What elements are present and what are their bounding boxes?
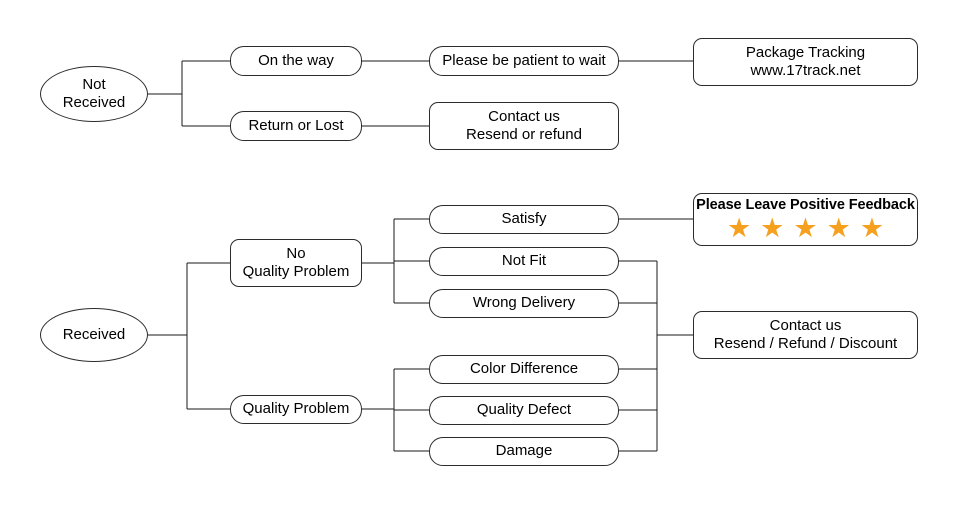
node-package-tracking[interactable]: Package Tracking www.17track.net xyxy=(693,38,918,86)
node-received[interactable]: Received xyxy=(40,308,148,362)
node-satisfy[interactable]: Satisfy xyxy=(429,205,619,234)
star-icon[interactable]: ★ xyxy=(859,213,885,244)
node-no-quality-problem-line1: No xyxy=(286,244,306,262)
node-on-the-way-label: On the way xyxy=(258,51,334,69)
node-contact-us-resolution[interactable]: Contact us Resend / Refund / Discount xyxy=(693,311,918,359)
node-please-be-patient-label: Please be patient to wait xyxy=(442,51,606,69)
node-contact-us-line1: Contact us xyxy=(488,107,560,125)
node-damage-label: Damage xyxy=(495,442,553,460)
node-color-difference-label: Color Difference xyxy=(469,360,579,378)
node-contact-us-resend-or-refund[interactable]: Contact us Resend or refund xyxy=(429,102,619,150)
node-quality-defect-label: Quality Defect xyxy=(476,401,572,419)
node-package-tracking-url: www.17track.net xyxy=(750,62,861,79)
node-contact-us-line2: Resend or refund xyxy=(466,126,582,143)
node-no-quality-problem[interactable]: No Quality Problem xyxy=(230,239,362,287)
node-satisfy-label: Satisfy xyxy=(501,210,547,228)
node-no-quality-problem-line2: Quality Problem xyxy=(242,263,350,280)
node-positive-feedback[interactable]: Please Leave Positive Feedback ★ ★ ★ ★ ★ xyxy=(693,193,918,246)
node-on-the-way[interactable]: On the way xyxy=(230,46,362,76)
star-rating[interactable]: ★ ★ ★ ★ ★ xyxy=(727,215,884,242)
node-resolution-line2: Resend / Refund / Discount xyxy=(713,335,898,352)
node-package-tracking-line1: Package Tracking xyxy=(745,43,866,61)
node-wrong-delivery[interactable]: Wrong Delivery xyxy=(429,289,619,318)
star-icon[interactable]: ★ xyxy=(760,213,785,244)
node-resolution-line1: Contact us xyxy=(769,316,842,334)
node-quality-problem-label: Quality Problem xyxy=(242,400,350,418)
node-not-received-line2: Received xyxy=(62,94,126,111)
star-icon[interactable]: ★ xyxy=(826,213,851,244)
node-not-fit[interactable]: Not Fit xyxy=(429,247,619,276)
star-icon[interactable]: ★ xyxy=(793,213,818,244)
star-icon[interactable]: ★ xyxy=(726,213,752,244)
node-return-or-lost-label: Return or Lost xyxy=(248,116,344,134)
node-please-be-patient[interactable]: Please be patient to wait xyxy=(429,46,619,76)
node-not-received[interactable]: Not Received xyxy=(40,66,148,122)
node-quality-defect[interactable]: Quality Defect xyxy=(429,396,619,425)
node-quality-problem[interactable]: Quality Problem xyxy=(230,395,362,424)
node-damage[interactable]: Damage xyxy=(429,437,619,466)
node-not-fit-label: Not Fit xyxy=(501,252,547,270)
node-wrong-delivery-label: Wrong Delivery xyxy=(472,294,576,312)
feedback-title: Please Leave Positive Feedback xyxy=(696,196,915,213)
feedback-content: Please Leave Positive Feedback ★ ★ ★ ★ ★ xyxy=(696,197,915,243)
node-not-received-line1: Not xyxy=(82,75,106,93)
node-return-or-lost[interactable]: Return or Lost xyxy=(230,111,362,141)
node-color-difference[interactable]: Color Difference xyxy=(429,355,619,384)
node-received-label: Received xyxy=(62,325,126,343)
